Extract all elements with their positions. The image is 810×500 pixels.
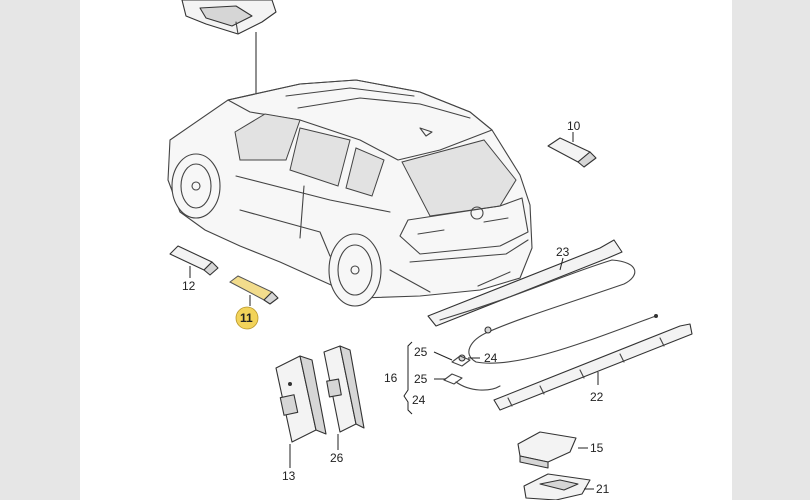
part-11-badge: [235, 306, 259, 330]
label-23: 23: [556, 245, 570, 259]
part-22-trim-strip[interactable]: [493, 323, 693, 411]
part-15-module[interactable]: [517, 431, 577, 469]
part-23-trim-strip[interactable]: [427, 239, 658, 364]
wiring-harness[interactable]: [443, 355, 501, 391]
label-22: 22: [590, 390, 604, 404]
label-24a: 24: [484, 351, 498, 365]
part-26-control-unit[interactable]: [323, 345, 365, 433]
label-25a: 25: [414, 345, 428, 359]
top-bracket-part[interactable]: [181, 0, 277, 35]
label-25b: 25: [414, 372, 428, 386]
label-10: 10: [567, 119, 581, 133]
part-13-control-unit[interactable]: [275, 355, 327, 443]
part-11-highlighted-module[interactable]: [229, 275, 279, 305]
label-15: 15: [590, 441, 604, 455]
leader-23: [559, 257, 564, 271]
bracket-16: [403, 341, 413, 415]
label-16: 16: [384, 371, 398, 385]
car-illustration: [167, 79, 533, 307]
label-11: 11: [240, 311, 253, 325]
label-21: 21: [596, 482, 610, 496]
label-12: 12: [182, 279, 196, 293]
label-24b: 24: [412, 393, 426, 407]
leader-25a: [433, 351, 453, 361]
part-21-module[interactable]: [523, 473, 591, 500]
part-12-module[interactable]: [169, 245, 219, 276]
label-13: 13: [282, 469, 296, 483]
label-26: 26: [330, 451, 344, 465]
part-10-sensor[interactable]: [547, 137, 597, 168]
